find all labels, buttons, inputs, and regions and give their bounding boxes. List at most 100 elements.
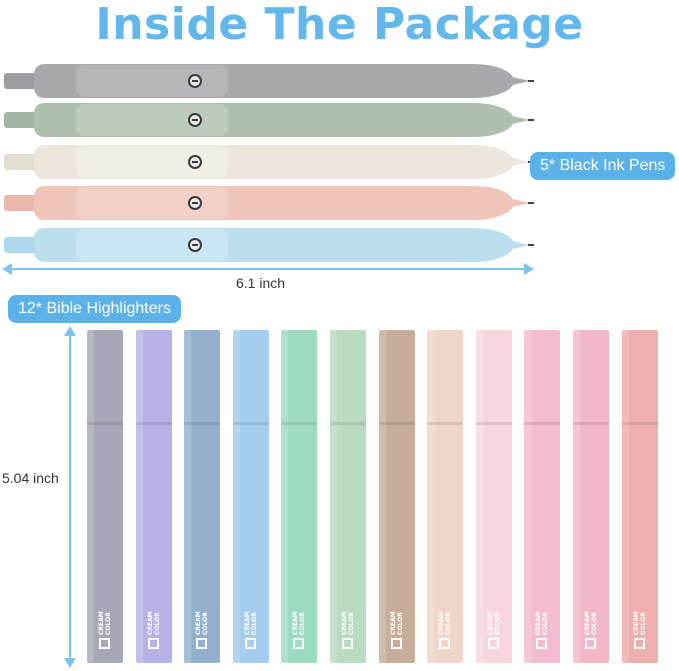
- brand-logo-icon: CREAM COLOR: [582, 605, 600, 649]
- highlighter: CREAM COLOR: [524, 330, 561, 663]
- highlighter-shade: [378, 330, 386, 663]
- highlighter-cap-seam: [330, 422, 366, 425]
- highlighter-shade: [232, 330, 240, 663]
- page-title: Inside The Package: [95, 0, 584, 50]
- brand-square-icon: [439, 638, 451, 649]
- highlighter-shade: [135, 330, 143, 663]
- brand-logo-icon: CREAM COLOR: [631, 605, 649, 649]
- pen-length-label: 6.1 inch: [234, 275, 288, 291]
- pen-button: [4, 112, 36, 128]
- brand-square-icon: [487, 638, 499, 649]
- highlighter-shade: [427, 330, 435, 663]
- highlighters-count-badge: 12* Bible Highlighters: [8, 295, 181, 323]
- arrow-left-icon: [2, 263, 12, 275]
- brand-text: CREAM COLOR: [292, 611, 307, 635]
- highlighter: CREAM COLOR: [427, 330, 464, 663]
- highlighter-shade: [330, 330, 337, 663]
- pen-nib: [528, 119, 534, 121]
- pen-clip: [76, 229, 228, 261]
- highlighter-length-line: [69, 332, 71, 662]
- pen-tip: [512, 199, 530, 207]
- highlighter-cap-seam: [232, 422, 269, 425]
- brand-logo-icon: CREAM COLOR: [242, 605, 260, 649]
- highlighter-cap-seam: [281, 422, 318, 425]
- pen-button: [4, 154, 36, 170]
- highlighter: CREAM COLOR: [573, 330, 609, 663]
- pen-tip: [512, 116, 530, 124]
- pen-clip: [76, 187, 228, 219]
- highlighter: CREAM COLOR: [281, 330, 318, 663]
- brand-text: CREAM COLOR: [341, 611, 355, 635]
- pen-ring-icon: [188, 238, 202, 252]
- highlighter: CREAM COLOR: [621, 330, 658, 663]
- brand-square-icon: [99, 638, 110, 649]
- brand-text: CREAM COLOR: [98, 611, 112, 635]
- highlighter: CREAM COLOR: [378, 330, 415, 663]
- brand-square-icon: [244, 638, 256, 649]
- highlighter-shade: [524, 330, 532, 663]
- brand-logo-icon: CREAM COLOR: [96, 605, 114, 649]
- pen-button: [4, 237, 36, 253]
- brand-square-icon: [536, 638, 548, 649]
- pen: [4, 145, 539, 179]
- brand-logo-icon: CREAM COLOR: [436, 605, 454, 649]
- highlighter-cap-seam: [87, 422, 123, 425]
- brand-text: CREAM COLOR: [632, 611, 647, 635]
- highlighter: CREAM COLOR: [475, 330, 512, 663]
- highlighter-shade: [281, 330, 289, 663]
- highlighter-cap-seam: [621, 422, 658, 425]
- brand-text: CREAM COLOR: [146, 611, 161, 635]
- pen-clip: [76, 65, 228, 97]
- brand-text: CREAM COLOR: [243, 611, 258, 635]
- highlighter-shade: [621, 330, 629, 663]
- arrow-up-icon: [64, 326, 76, 336]
- pen-ring-icon: [188, 74, 202, 88]
- pen-button: [4, 195, 36, 211]
- brand-logo-icon: CREAM COLOR: [388, 605, 406, 649]
- brand-square-icon: [390, 638, 402, 649]
- brand-square-icon: [196, 638, 208, 649]
- arrow-right-icon: [524, 263, 534, 275]
- pen-length-line: [4, 268, 531, 270]
- highlighter-cap-seam: [184, 422, 221, 425]
- highlighter: CREAM COLOR: [87, 330, 123, 663]
- brand-logo-icon: CREAM COLOR: [145, 605, 163, 649]
- highlighter-shade: [184, 330, 192, 663]
- brand-logo-icon: CREAM COLOR: [485, 605, 503, 649]
- pen-clip: [76, 104, 228, 136]
- highlighter: CREAM COLOR: [330, 330, 366, 663]
- brand-logo-icon: CREAM COLOR: [290, 605, 308, 649]
- highlighter: CREAM COLOR: [135, 330, 172, 663]
- highlighter-shade: [475, 330, 483, 663]
- brand-square-icon: [147, 638, 159, 649]
- pen-clip: [76, 146, 228, 178]
- highlighter-cap-seam: [135, 422, 172, 425]
- brand-text: CREAM COLOR: [486, 611, 501, 635]
- highlighter-cap-seam: [427, 422, 464, 425]
- highlighter: CREAM COLOR: [232, 330, 269, 663]
- pen-ring-icon: [188, 196, 202, 210]
- pen-ring-icon: [188, 155, 202, 169]
- pen-tip: [512, 158, 530, 166]
- brand-text: CREAM COLOR: [584, 611, 598, 635]
- pen-ring-icon: [188, 113, 202, 127]
- pen: [4, 103, 539, 137]
- pen-nib: [528, 202, 534, 204]
- highlighter-cap-seam: [475, 422, 512, 425]
- pen-button: [4, 73, 36, 89]
- highlighter-shade: [573, 330, 580, 663]
- pen: [4, 228, 539, 262]
- pens-count-badge: 5* Black Ink Pens: [530, 152, 676, 180]
- brand-text: CREAM COLOR: [389, 611, 404, 635]
- brand-text: CREAM COLOR: [535, 611, 550, 635]
- highlighter-length-label: 5.04 inch: [0, 470, 61, 486]
- brand-logo-icon: CREAM COLOR: [533, 605, 551, 649]
- highlighter-shade: [87, 330, 94, 663]
- pen: [4, 186, 539, 220]
- brand-text: CREAM COLOR: [195, 611, 210, 635]
- highlighter-cap-seam: [573, 422, 609, 425]
- pen-tip: [512, 241, 530, 249]
- brand-square-icon: [293, 638, 305, 649]
- brand-square-icon: [585, 638, 596, 649]
- brand-square-icon: [342, 638, 353, 649]
